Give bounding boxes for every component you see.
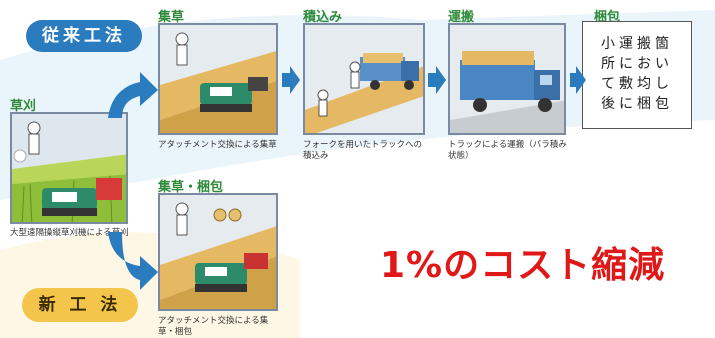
step-title-transport: 運搬 (448, 10, 475, 25)
pack-note-box: 小運搬箇所において敷均し後に梱包 (582, 21, 692, 129)
curved-arrow-up-icon (108, 72, 158, 118)
collect-caption: アタッチメント交換による集草 (158, 140, 277, 150)
step-title-collect: 集草 (158, 10, 185, 25)
collect-pack-caption: アタッチメント交換による集草・梱包 (158, 316, 269, 337)
cost-reduction-headline: 1%のコスト縮減 (380, 245, 666, 286)
transport-illustration (450, 25, 564, 133)
step-title-mowing: 草刈 (10, 99, 37, 114)
collect-illustration (160, 25, 276, 133)
arrow-right-icon-3 (570, 66, 586, 94)
transport-caption: トラックによる運搬（バラ積み状態） (448, 140, 567, 161)
load-caption: フォークを用いたトラックへの積込み (303, 140, 423, 161)
step-title-load: 積込み (303, 10, 343, 25)
load-panel (303, 23, 425, 135)
old-method-label: 従来工法 (26, 20, 142, 52)
collect-pack-illustration (160, 195, 276, 309)
new-method-label: 新 工 法 (22, 288, 138, 322)
transport-panel (448, 23, 566, 135)
collect-panel (158, 23, 278, 135)
collect-pack-panel (158, 193, 278, 311)
arrow-right-icon-2 (428, 66, 446, 94)
load-illustration (305, 25, 423, 133)
step-title-collect-pack: 集草・梱包 (158, 180, 224, 195)
mowing-caption: 大型遠隔操縦草刈機による草刈 (10, 228, 129, 238)
arrow-right-icon-1 (282, 66, 300, 94)
mowing-panel (10, 112, 128, 224)
curved-arrow-down-icon (108, 232, 158, 290)
mowing-illustration (12, 114, 126, 222)
